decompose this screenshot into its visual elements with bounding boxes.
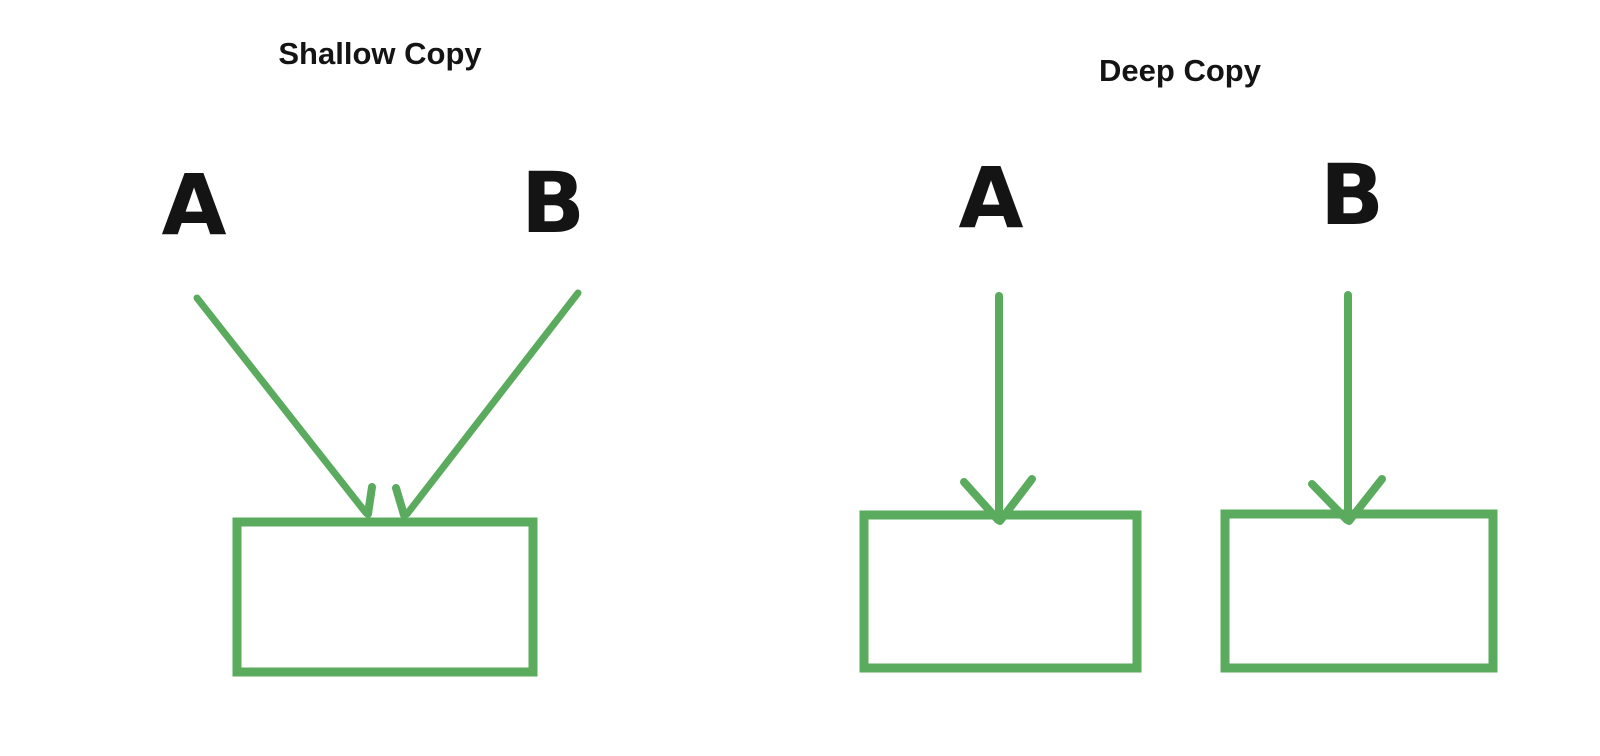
deep-variable-a-label: A [958, 149, 1024, 247]
deep-object-box-b [1220, 509, 1498, 673]
shallow-variable-b-label: B [520, 154, 586, 252]
shallow-arrow-from-a [193, 294, 370, 517]
shallow-shared-object-box [232, 517, 538, 677]
shallow-arrow-from-a-arrowhead [364, 483, 376, 518]
shallow-arrow-from-b [403, 289, 582, 518]
deep-object-box-a [859, 510, 1142, 673]
shallow-arrow-from-b-arrowhead [392, 484, 408, 519]
shallow-copy-title: Shallow Copy [278, 36, 482, 71]
shallow-copy-diagram [193, 289, 582, 677]
deep-variable-b-label: B [1319, 146, 1385, 244]
shallow-variable-a-label: A [161, 156, 227, 254]
deep-copy-title: Deep Copy [1099, 53, 1261, 88]
deep-copy-diagram [859, 291, 1498, 673]
